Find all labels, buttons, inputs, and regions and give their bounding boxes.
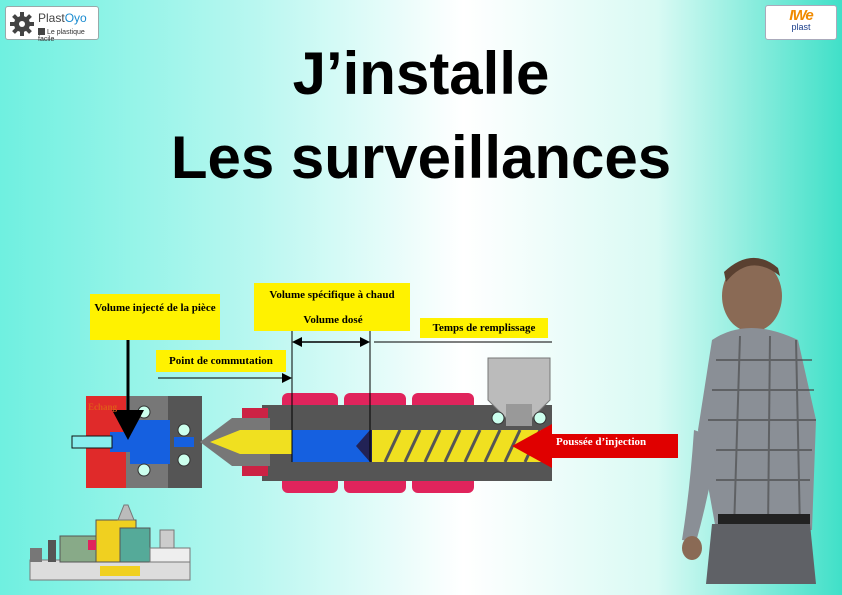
label-volume-dose: Volume dosé <box>303 314 363 326</box>
logo-sub: plast <box>791 22 811 32</box>
logo-name-b: Oyo <box>64 11 87 25</box>
arrow-right-icon <box>282 373 292 383</box>
check-icon <box>38 28 45 35</box>
gear-icon <box>10 12 34 36</box>
cooling-hole <box>491 411 505 425</box>
title-line-2: Les surveillances <box>170 124 672 191</box>
label-point-commutation: Point de commutation <box>156 350 286 372</box>
arrow-down-icon <box>112 410 144 440</box>
operator-figure <box>682 257 816 584</box>
cooling-hole <box>137 463 151 477</box>
logo-mark: IWe <box>789 7 813 24</box>
ejector-rod <box>71 435 113 449</box>
hopper-throat <box>506 404 532 426</box>
machine-illustration <box>29 504 191 581</box>
label-poussee-injection: Poussée d’injection <box>556 436 647 448</box>
push-arrow <box>512 424 678 468</box>
nozzle-melt <box>210 430 292 454</box>
logo-name: PlastOyo <box>38 11 87 25</box>
cooling-hole <box>177 453 191 467</box>
plastoyo-logo: PlastOyo Le plastique facile <box>5 6 99 43</box>
logo-tagline-text: Le plastique facile <box>38 29 85 43</box>
cooling-hole <box>177 423 191 437</box>
arrow-left-icon <box>292 337 302 347</box>
label-volume-injecte: Volume injecté de la pièce <box>90 294 220 340</box>
logo-name-a: Plast <box>38 11 65 25</box>
mold-cavity-part <box>110 432 130 452</box>
mold-cavity <box>130 420 170 464</box>
sprue <box>174 437 194 447</box>
title-line-1: J’installe <box>292 40 550 107</box>
arrow-right-icon <box>360 337 370 347</box>
cooling-hole <box>533 411 547 425</box>
logo-tagline: Le plastique facile <box>38 28 98 43</box>
label-echangeur: Echang <box>88 402 118 412</box>
iwe-plast-logo: IWe plast <box>765 5 837 40</box>
label-temps-remplissage: Temps de remplissage <box>420 318 548 338</box>
label-volume-specifique: Volume spécifique à chaud <box>254 283 410 331</box>
